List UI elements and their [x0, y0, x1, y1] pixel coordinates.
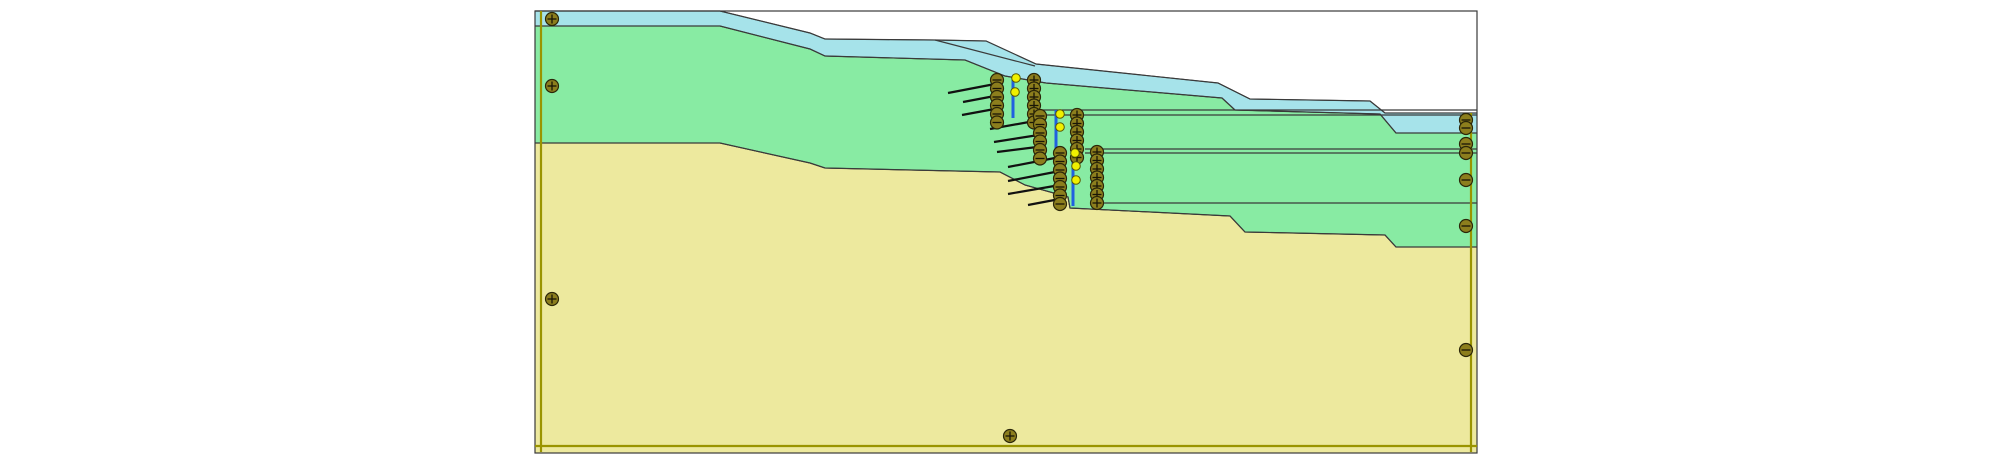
fixed-support-marker-3[interactable] — [544, 291, 560, 307]
soil-interface-boundary — [535, 142, 1477, 248]
support-markers — [544, 11, 1474, 444]
roller-support-marker-8[interactable] — [1458, 145, 1474, 161]
anchor-9[interactable] — [1007, 183, 1061, 196]
model-outer-frame — [534, 10, 1478, 454]
soil-layers — [534, 10, 1478, 454]
roller-support-marker-29[interactable] — [1032, 151, 1048, 166]
node-7[interactable] — [1071, 175, 1081, 185]
layer-boundaries — [534, 10, 1478, 454]
fixed-support-marker-2[interactable] — [544, 78, 560, 94]
excavation-slope — [934, 39, 1036, 67]
node-6[interactable] — [1071, 161, 1081, 171]
roller-support-marker-11[interactable] — [1458, 342, 1474, 358]
roller-support-marker-9[interactable] — [1458, 172, 1474, 188]
node-2[interactable] — [1010, 87, 1020, 97]
water-top-boundary — [535, 10, 1477, 114]
fixed-support-marker-1[interactable] — [544, 11, 560, 27]
fixity-boundaries — [535, 11, 1477, 452]
node-5[interactable] — [1070, 148, 1080, 158]
fixed-support-marker-4[interactable] — [1002, 428, 1018, 444]
node-1[interactable] — [1011, 73, 1021, 83]
structural-nodes — [1010, 73, 1081, 185]
roller-support-marker-17[interactable] — [989, 115, 1005, 130]
roller-support-marker-6[interactable] — [1458, 120, 1474, 136]
node-4[interactable] — [1055, 122, 1065, 132]
roller-support-marker-10[interactable] — [1458, 218, 1474, 234]
fixed-support-marker-49[interactable] — [1089, 195, 1105, 211]
anchor-1[interactable] — [947, 82, 996, 95]
anchor-8[interactable] — [1007, 169, 1061, 183]
node-3[interactable] — [1055, 109, 1065, 119]
roller-support-marker-42[interactable] — [1052, 196, 1068, 212]
water-bottom-boundary — [535, 25, 1477, 134]
